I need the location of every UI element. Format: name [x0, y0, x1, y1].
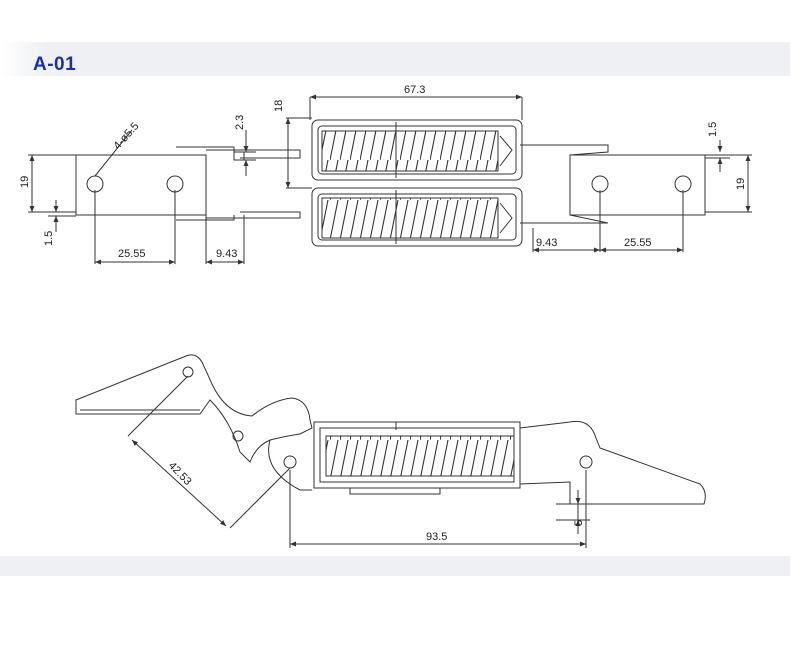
dim-25-55-right: 25.55: [624, 237, 652, 249]
dim-1-5-right: 1.5: [707, 122, 719, 137]
dim-18: 18: [273, 100, 285, 112]
title-band: [0, 42, 790, 76]
top-view: 67.3 18 2.3 4-ø5.5 19 1.5 19 1: [19, 84, 752, 265]
model-label: A-01: [33, 54, 77, 75]
left-arm-pivot: [182, 366, 194, 378]
link-pivot: [283, 455, 297, 469]
right-hole-1: [591, 175, 609, 193]
left-arm: [75, 354, 313, 463]
right-arm-pivot: [579, 455, 593, 469]
upper-spring: [321, 130, 499, 172]
side-spring-housing: [313, 421, 521, 489]
side-view: 42.53 93.5 5: [75, 354, 706, 548]
right-arm: [519, 420, 706, 505]
dim-2-3: 2.3: [234, 115, 246, 130]
lower-spring-housing: [311, 187, 523, 247]
hole-callout: 4-ø5.5: [111, 120, 141, 152]
right-hole-2: [674, 175, 692, 193]
left-hole-2: [166, 175, 184, 193]
dim-19-right: 19: [735, 178, 747, 190]
lower-spring: [321, 197, 499, 239]
dim-25-55-left: 25.55: [118, 248, 146, 260]
footer-band: [0, 556, 790, 576]
dim-19-left: 19: [19, 176, 31, 188]
left-hole-1: [86, 175, 104, 193]
left-plate: [75, 154, 207, 216]
dim-9-43-right: 9.43: [536, 237, 557, 249]
side-spring: [325, 435, 515, 477]
dim-67-3: 67.3: [404, 84, 425, 96]
right-plate: [569, 154, 706, 216]
left-arm-hole: [232, 430, 244, 442]
dim-1-5-left: 1.5: [43, 231, 55, 246]
dim-5: 5: [573, 520, 585, 526]
dim-9-43-left: 9.43: [216, 248, 237, 260]
dim-93-5: 93.5: [426, 531, 447, 543]
upper-spring-housing: [311, 119, 523, 181]
